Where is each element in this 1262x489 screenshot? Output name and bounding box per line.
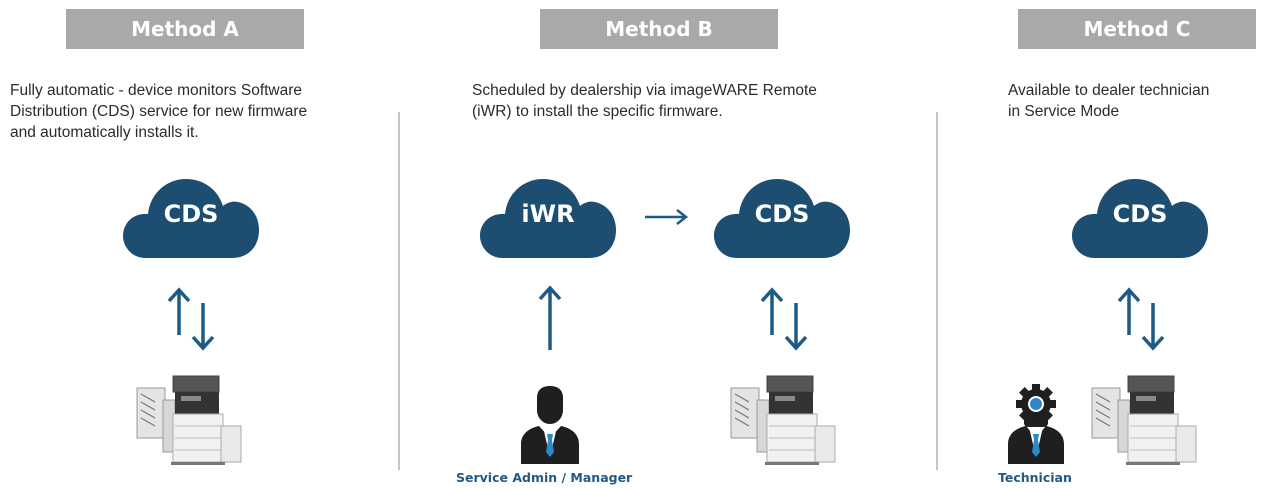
- divider-left: [398, 112, 400, 470]
- up-down-arrows-icon: [1117, 287, 1165, 351]
- up-down-arrows-icon: [167, 287, 215, 351]
- method-c-header: Method C: [1018, 9, 1256, 49]
- method-b-header: Method B: [540, 9, 778, 49]
- method-b-title: Method B: [605, 17, 713, 41]
- cloud-shape: [480, 179, 616, 258]
- cloud-icon: CDS: [1069, 168, 1211, 260]
- cloud-shape: [123, 179, 259, 258]
- cloud-label-cds-b: CDS: [754, 200, 810, 228]
- cloud-shape: [714, 179, 850, 258]
- cloud-label-iwr: iWR: [521, 200, 575, 228]
- right-arrow-icon: [645, 209, 689, 225]
- printer-icon: [1091, 375, 1197, 465]
- method-c-title: Method C: [1083, 17, 1191, 41]
- person-icon: [1008, 412, 1064, 464]
- role-label-technician: Technician: [998, 470, 1072, 485]
- method-c-description: Available to dealer technician in Servic…: [1008, 82, 1210, 120]
- person-icon: [521, 386, 579, 464]
- printer-icon: [136, 375, 242, 465]
- method-a-title: Method A: [131, 17, 239, 41]
- cloud-icon: CDS: [711, 168, 853, 260]
- printer-icon: [730, 375, 836, 465]
- divider-right: [936, 112, 938, 470]
- method-a-description: Fully automatic - device monitors Softwa…: [10, 82, 308, 141]
- role-label-service-admin: Service Admin / Manager: [456, 470, 633, 485]
- cloud-shape: [1072, 179, 1208, 258]
- method-a-header: Method A: [66, 9, 304, 49]
- cloud-label-cds-c: CDS: [1112, 200, 1168, 228]
- cloud-label-cds-a: CDS: [163, 200, 219, 228]
- cloud-icon: iWR: [477, 168, 619, 260]
- cloud-icon: CDS: [120, 168, 262, 260]
- up-arrow-icon: [538, 285, 562, 350]
- method-b-description: Scheduled by dealership via imageWARE Re…: [472, 82, 817, 120]
- up-down-arrows-icon: [760, 287, 808, 351]
